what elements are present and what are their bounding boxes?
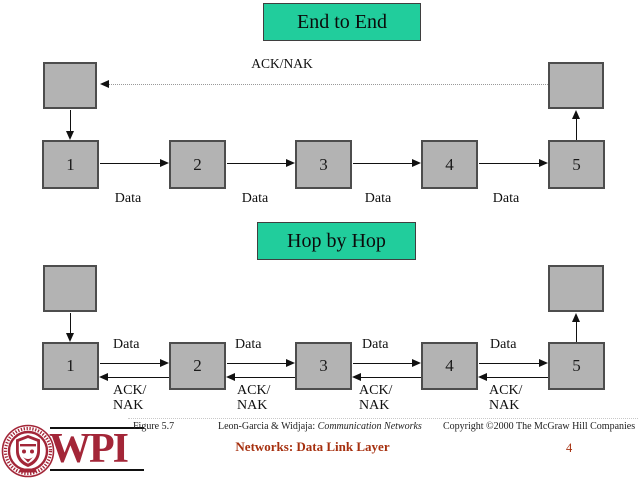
ack-return-dashed-line [104,84,548,85]
wpi-rule-top [50,427,144,429]
hop-ack-arrowhead-3-icon [352,373,361,381]
hop-dest-up-line [576,320,577,342]
hop-ack-text-3: ACK/ [359,383,393,398]
e2e-data-arrowhead-2-icon [286,159,295,167]
source-down-line [70,110,71,132]
hop-source-box [43,265,97,312]
course-title: Networks: Data Link Layer [235,439,390,454]
hop-ack-text-2: ACK/ [237,383,271,398]
end-to-end-source-box [43,62,97,109]
hop-acknak-label-1: ACK/NAK [113,383,146,413]
hop-data-arrowhead-1-icon [160,359,169,367]
e2e-node-5: 5 [548,140,605,189]
hop-data-arrowhead-2-icon [286,359,295,367]
footer-separator [128,418,638,419]
hop-ack-text-1: ACK/ [113,383,147,398]
copyright-notice: Copyright ©2000 The McGraw Hill Companie… [443,421,636,432]
hop-data-line-4 [479,363,539,364]
ack-nak-label-end-to-end: ACK/NAK [251,56,313,71]
book-title: Communication Networks [317,421,422,432]
e2e-data-label-3: Data [364,191,392,206]
hop-ack-arrowhead-1-icon [99,373,108,381]
hop-node-4: 4 [421,342,478,390]
hop-nak-text-3: NAK [359,398,390,413]
hop-data-label-3: Data [362,337,389,352]
end-to-end-title: End to End [263,3,421,41]
wpi-seal-icon [1,424,55,478]
hop-source-down-arrowhead-icon [66,333,74,342]
e2e-data-arrowhead-3-icon [412,159,421,167]
hop-acknak-label-2: ACK/NAK [237,383,270,413]
e2e-node-1: 1 [42,140,99,189]
end-to-end-destination-box [548,62,604,109]
hop-data-line-1 [100,363,160,364]
hop-ack-line-2 [235,377,295,378]
figure-number: Figure 5.7 [133,421,175,432]
hop-ack-line-3 [361,377,421,378]
page-number: 4 [566,441,573,455]
hop-node-5: 5 [548,342,605,390]
e2e-data-line-3 [353,163,412,164]
hop-nak-text-2: NAK [237,398,268,413]
hop-acknak-label-4: ACK/NAK [489,383,522,413]
source-down-arrowhead-icon [66,131,74,140]
hop-ack-line-1 [108,377,169,378]
hop-node-2: 2 [169,342,226,390]
book-credit: Leon-Garcia & Widjaja: Communication Net… [218,421,422,432]
dest-up-arrowhead-icon [572,110,580,119]
hop-nak-text-4: NAK [489,398,520,413]
e2e-data-arrowhead-4-icon [539,159,548,167]
e2e-node-4: 4 [421,140,478,189]
hop-data-label-2: Data [235,337,262,352]
dest-up-line [576,117,577,140]
hop-node-1: 1 [42,342,99,390]
e2e-data-label-2: Data [241,191,269,206]
hop-destination-box [548,265,604,312]
hop-ack-arrowhead-2-icon [226,373,235,381]
hop-data-label-4: Data [490,337,517,352]
ack-return-arrowhead-icon [100,80,109,88]
hop-acknak-label-3: ACK/NAK [359,383,392,413]
hop-data-line-3 [353,363,412,364]
hop-nak-text-1: NAK [113,398,144,413]
e2e-node-2: 2 [169,140,226,189]
hop-ack-line-4 [487,377,548,378]
e2e-data-line-4 [479,163,539,164]
book-authors: Leon-Garcia & Widjaja: [218,421,318,432]
hop-source-down-line [70,313,71,334]
hop-data-line-2 [227,363,286,364]
e2e-data-label-4: Data [492,191,520,206]
hop-data-label-1: Data [113,337,140,352]
hop-ack-text-4: ACK/ [489,383,523,398]
hop-node-3: 3 [295,342,352,390]
wpi-rule-bottom [50,469,144,471]
hop-data-arrowhead-4-icon [539,359,548,367]
e2e-data-line-1 [100,163,160,164]
e2e-data-line-2 [227,163,286,164]
wpi-wordmark: WPI [49,426,129,472]
e2e-data-arrowhead-1-icon [160,159,169,167]
hop-data-arrowhead-3-icon [412,359,421,367]
hop-by-hop-title: Hop by Hop [257,222,416,260]
e2e-data-label-1: Data [114,191,142,206]
e2e-node-3: 3 [295,140,352,189]
hop-dest-up-arrowhead-icon [572,313,580,322]
hop-ack-arrowhead-4-icon [478,373,487,381]
